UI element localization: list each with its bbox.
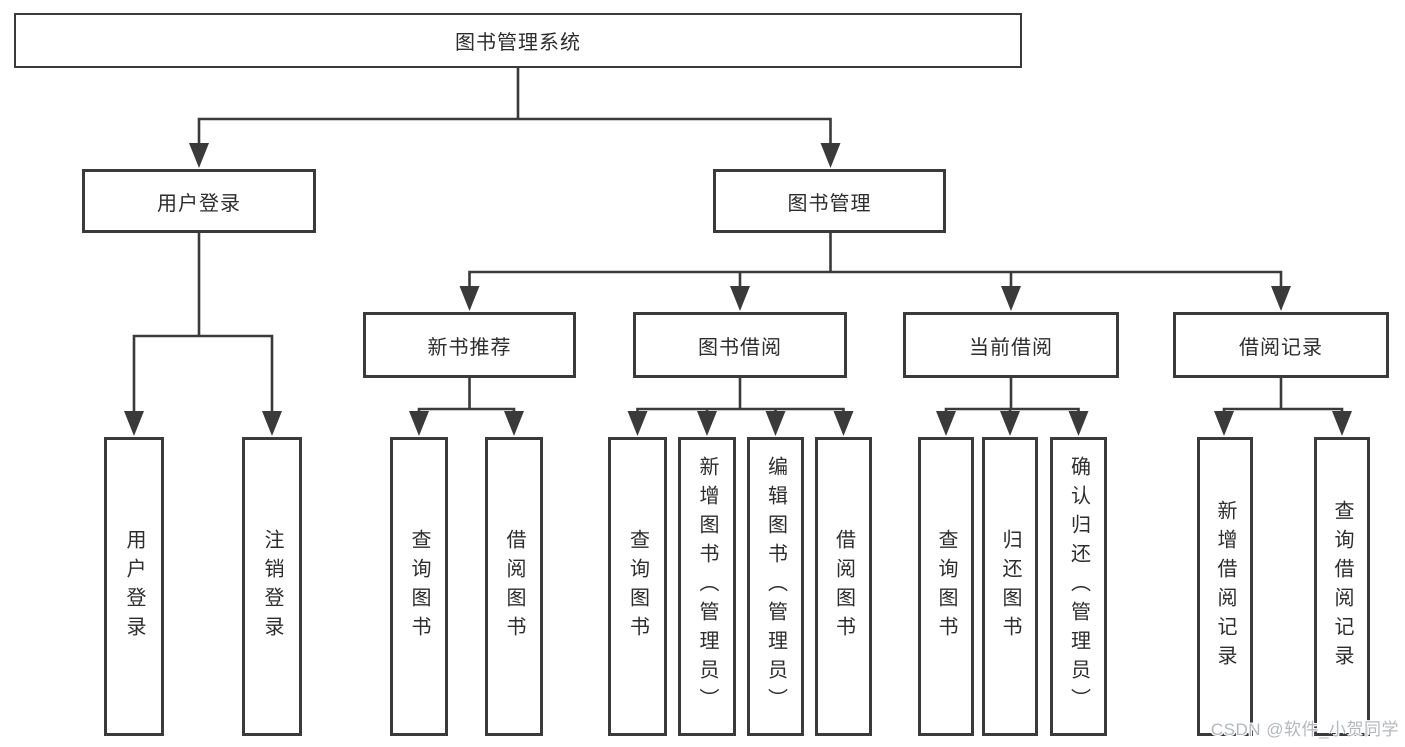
- leaf-borrow-query-book: 查询图书: [608, 437, 667, 736]
- arrow-down-icon: [936, 411, 956, 436]
- arrow-down-icon: [124, 411, 144, 436]
- arrow-down-icon: [504, 411, 524, 436]
- node-new-book-recommend: 新书推荐: [363, 312, 576, 378]
- leaf-current-confirm-return-admin: 确认归还（管理员）: [1050, 437, 1107, 736]
- arrow-down-icon: [820, 143, 841, 168]
- node-book-management: 图书管理: [713, 169, 946, 233]
- arrow-down-icon: [765, 411, 786, 436]
- arrow-down-icon: [262, 411, 282, 436]
- leaf-user-login: 用户登录: [104, 437, 164, 736]
- connector-current-borrow-to-leaves: [936, 376, 1089, 436]
- arrow-down-icon: [1332, 411, 1352, 436]
- connector-root-to-level2: [189, 66, 841, 168]
- arrow-down-icon: [1001, 286, 1021, 311]
- arrow-down-icon: [833, 411, 854, 436]
- arrow-down-icon: [1214, 411, 1234, 436]
- leaf-logout-login: 注销登录: [242, 437, 302, 736]
- leaf-current-query-book: 查询图书: [918, 437, 974, 736]
- arrow-down-icon: [627, 411, 648, 436]
- leaf-borrow-borrow-book: 借阅图书: [815, 437, 872, 736]
- leaf-recommend-query-book: 查询图书: [390, 437, 448, 736]
- leaf-records-query-record: 查询借阅记录: [1314, 437, 1370, 736]
- leaf-current-return-book: 归还图书: [982, 437, 1038, 736]
- leaf-recommend-borrow-book: 借阅图书: [485, 437, 543, 736]
- leaf-borrow-edit-book-admin: 编辑图书（管理员）: [747, 437, 804, 736]
- arrow-down-icon: [189, 143, 209, 168]
- connector-user-login-to-leaves: [124, 231, 282, 436]
- node-root-system: 图书管理系统: [14, 13, 1022, 68]
- node-current-borrow: 当前借阅: [903, 312, 1119, 378]
- csdn-watermark: CSDN @软件_小贺同学: [1210, 720, 1399, 739]
- arrow-down-icon: [1271, 286, 1291, 311]
- arrow-down-icon: [1000, 411, 1020, 436]
- leaf-borrow-add-book-admin: 新增图书（管理员）: [678, 437, 736, 736]
- arrow-down-icon: [697, 411, 717, 436]
- node-book-borrow: 图书借阅: [633, 312, 847, 378]
- connector-new-book-to-leaves: [409, 376, 524, 436]
- leaf-records-add-record: 新增借阅记录: [1197, 437, 1253, 736]
- node-borrow-records: 借阅记录: [1173, 312, 1389, 378]
- arrow-down-icon: [1068, 411, 1089, 436]
- arrow-down-icon: [459, 286, 480, 311]
- node-user-login: 用户登录: [82, 169, 316, 233]
- connector-book-mgmt-to-level3: [459, 231, 1291, 311]
- arrow-down-icon: [409, 411, 429, 436]
- connector-borrow-records-to-leaves: [1214, 376, 1352, 436]
- arrow-down-icon: [730, 286, 750, 311]
- connector-book-borrow-to-leaves: [627, 376, 854, 436]
